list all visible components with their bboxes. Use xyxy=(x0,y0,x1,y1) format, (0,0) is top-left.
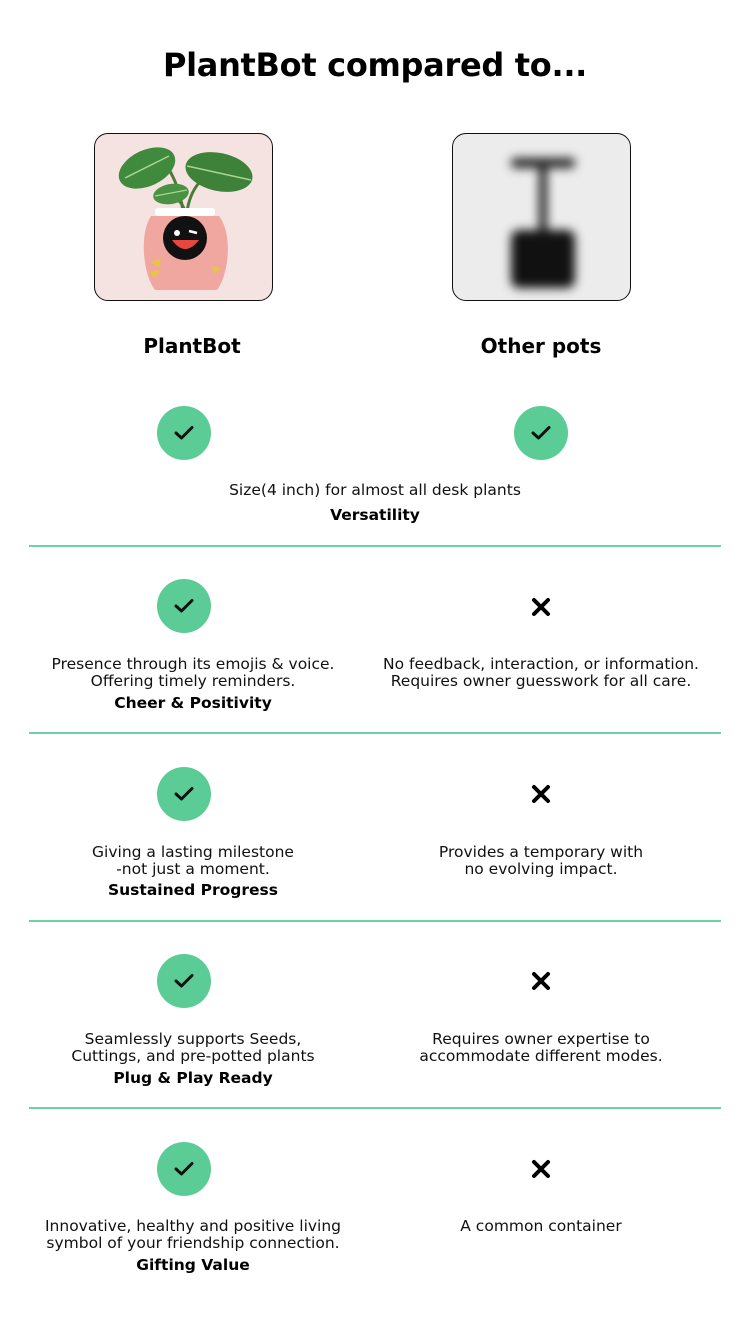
versatility-description: Size(4 inch) for almost all desk plants xyxy=(229,481,521,499)
other-pots-column-heading: Other pots xyxy=(480,334,602,358)
description-line: Provides a temporary with xyxy=(438,843,644,861)
check-icon xyxy=(514,406,568,460)
other-pots-description: No feedback, interaction, or information… xyxy=(356,656,726,690)
description-line: symbol of your friendship connection. xyxy=(46,1234,340,1252)
check-icon xyxy=(157,579,211,633)
other-pots-description: Provides a temporary with no evolving im… xyxy=(356,844,726,878)
description-line: Offering timely reminders. xyxy=(90,672,296,690)
plantbot-product-image xyxy=(94,133,273,301)
description-line: Requires owner expertise to xyxy=(432,1030,650,1048)
check-icon xyxy=(157,954,211,1008)
plantbot-description: Seamlessly supports Seeds, Cuttings, and… xyxy=(8,1031,378,1065)
plantbot-description: Presence through its emojis & voice. Off… xyxy=(8,656,378,690)
description-line: -not just a moment. xyxy=(116,860,270,878)
x-icon xyxy=(532,972,550,990)
feature-label-sustained-progress: Sustained Progress xyxy=(107,881,278,899)
description-line: Requires owner guesswork for all care. xyxy=(390,672,692,690)
feature-label-cheer-positivity: Cheer & Positivity xyxy=(114,694,272,712)
other-pot-image xyxy=(452,133,631,301)
row-divider xyxy=(29,732,721,734)
feature-label-versatility: Versatility xyxy=(330,506,420,524)
check-icon xyxy=(157,1142,211,1196)
plantbot-column-heading: PlantBot xyxy=(143,334,241,358)
description-line: Seamlessly supports Seeds, xyxy=(84,1030,302,1048)
description-line: Innovative, healthy and positive living xyxy=(44,1217,342,1235)
description-line: Giving a lasting milestone xyxy=(92,843,294,861)
feature-label-gifting-value: Gifting Value xyxy=(136,1256,250,1274)
x-icon xyxy=(532,785,550,803)
feature-label-plug-play-ready: Plug & Play Ready xyxy=(113,1069,273,1087)
other-pots-description: A common container xyxy=(356,1218,726,1235)
description-line: Cuttings, and pre-potted plants xyxy=(71,1047,315,1065)
check-icon xyxy=(157,406,211,460)
description-line: No feedback, interaction, or information… xyxy=(383,655,699,673)
description-line: Presence through its emojis & voice. xyxy=(51,655,335,673)
row-divider xyxy=(29,545,721,547)
row-divider xyxy=(29,1107,721,1109)
row-divider xyxy=(29,920,721,922)
plantbot-description: Innovative, healthy and positive living … xyxy=(8,1218,378,1252)
other-pots-description: Requires owner expertise to accommodate … xyxy=(356,1031,726,1065)
page-title: PlantBot compared to... xyxy=(162,46,588,84)
check-icon xyxy=(157,767,211,821)
plantbot-description: Giving a lasting milestone -not just a m… xyxy=(8,844,378,878)
description-line: accommodate different modes. xyxy=(419,1047,663,1065)
x-icon xyxy=(532,598,550,616)
description-line: A common container xyxy=(460,1217,622,1235)
description-line: no evolving impact. xyxy=(464,860,618,878)
x-icon xyxy=(532,1160,550,1178)
